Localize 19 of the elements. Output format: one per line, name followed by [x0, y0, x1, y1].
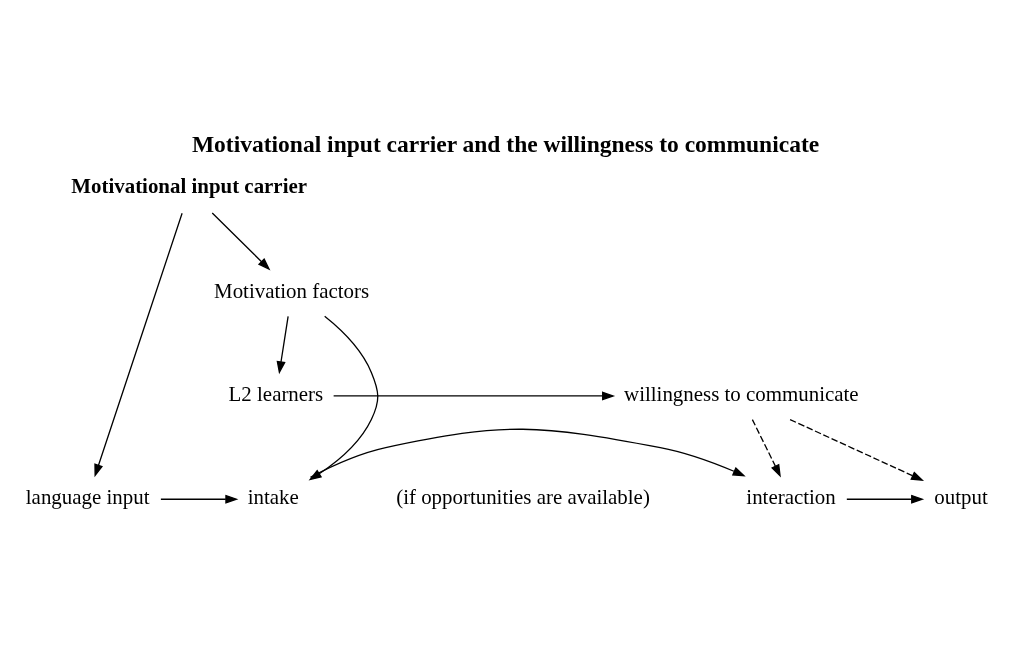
label: (if opportunities are available) — [396, 485, 650, 510]
arrow — [276, 315, 289, 375]
node-text: output — [934, 485, 988, 510]
node-text: interaction — [746, 485, 836, 510]
arrow — [160, 494, 239, 504]
diagram-title: Motivational input carrier and the willingness to communicate — [191, 130, 820, 157]
node-text: Motivation factors — [214, 278, 370, 303]
arrow — [789, 418, 925, 481]
arrow — [309, 428, 746, 478]
arrow — [211, 212, 271, 271]
node-text: intake — [247, 485, 299, 510]
node-text: language input — [25, 485, 150, 510]
node-text: L2 learners — [228, 381, 324, 406]
arrow — [846, 494, 925, 504]
node-text: willingness to communicate — [624, 381, 859, 406]
arrow — [332, 391, 616, 401]
arrow — [94, 212, 183, 478]
node-text: Motivational input carrier — [71, 174, 308, 199]
arrow — [751, 418, 781, 478]
